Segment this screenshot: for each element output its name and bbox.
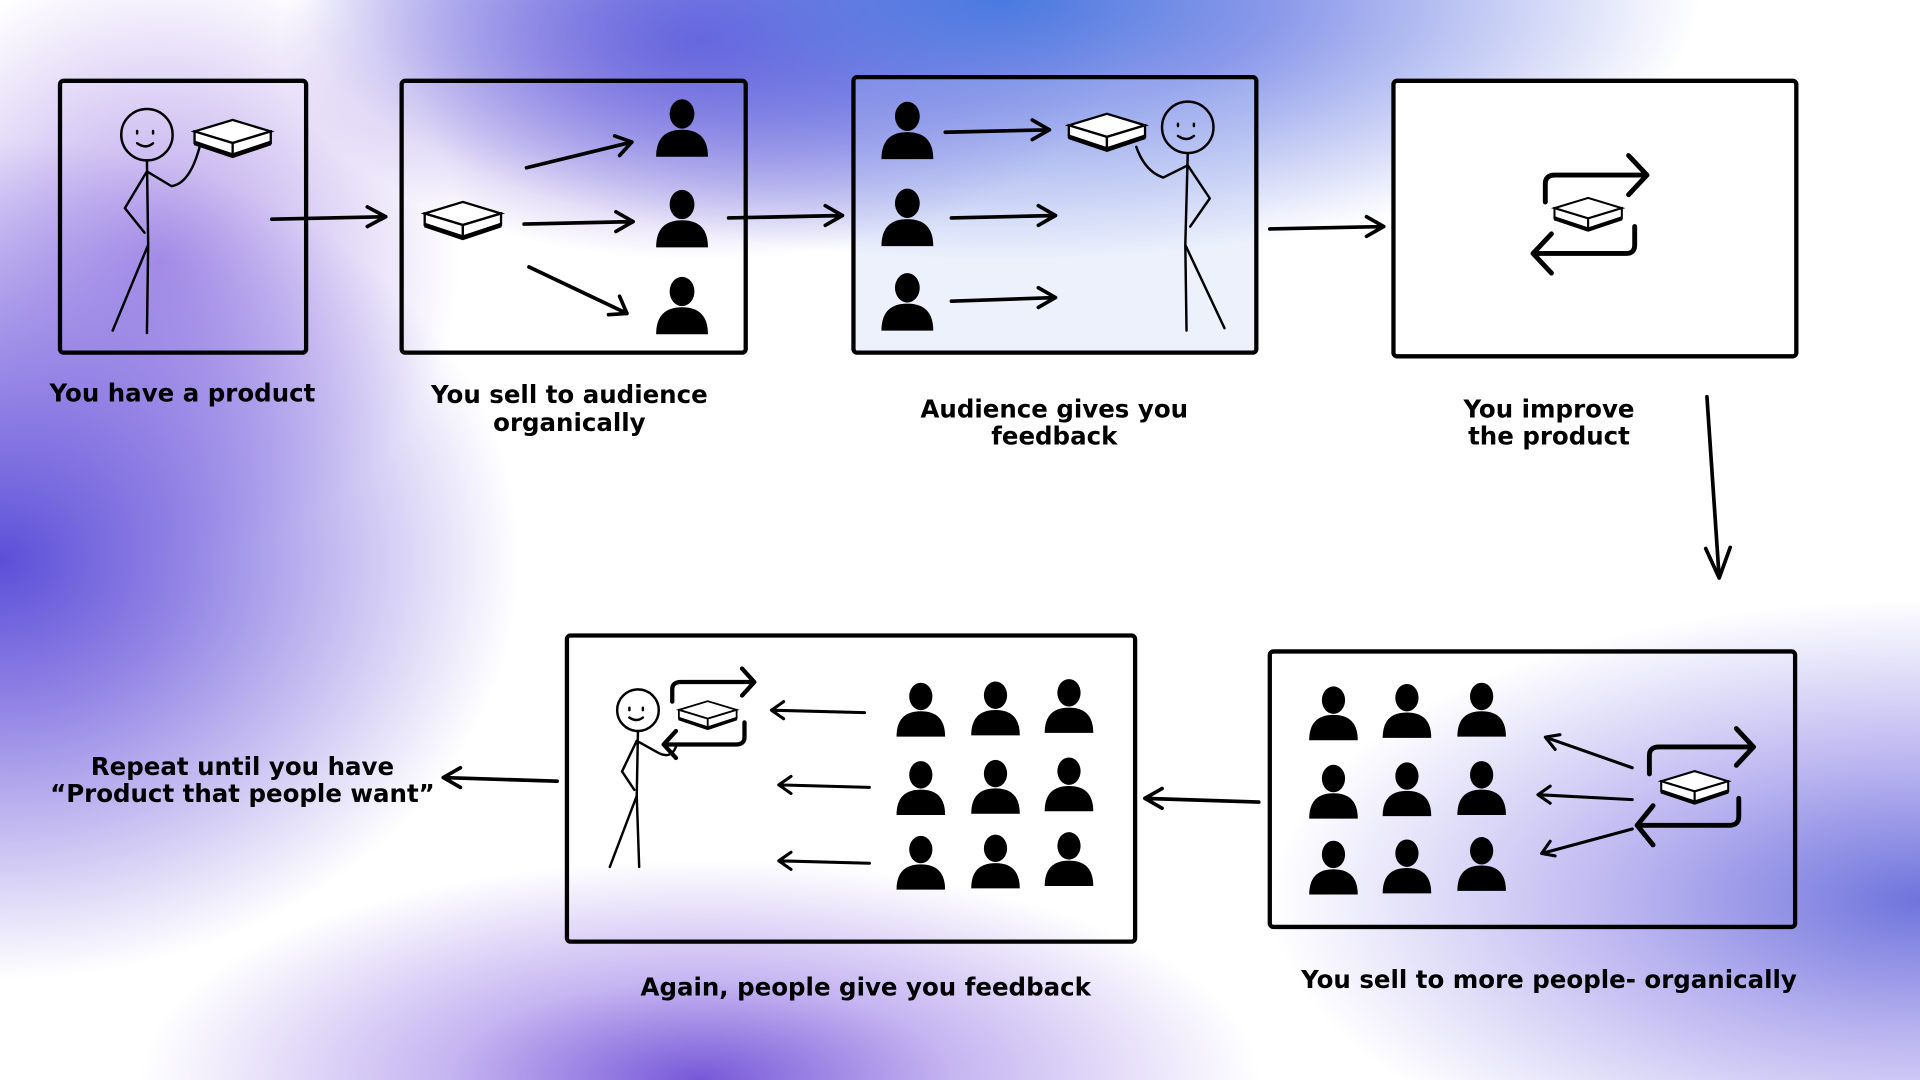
- arrow-icon: [949, 285, 1058, 310]
- arrow-icon: [524, 134, 634, 170]
- arrow-icon: [1540, 827, 1634, 858]
- step-3-label: feedback: [991, 421, 1118, 450]
- arrow-icon: [949, 203, 1058, 228]
- step-3-panel: [851, 75, 1259, 355]
- arrow-icon: [522, 210, 635, 234]
- step-5-panel: [1267, 649, 1798, 930]
- arrow-down-icon: [1703, 394, 1733, 580]
- arrow-icon: [270, 205, 388, 229]
- final-label: “Product that people want”: [50, 779, 435, 808]
- step-2-label: You sell to audience: [430, 380, 708, 409]
- arrow-icon: [777, 774, 871, 795]
- stick-figure-icon: [111, 107, 201, 335]
- arrow-icon: [777, 850, 871, 871]
- step-5-label: You sell to more people- organically: [1300, 965, 1797, 994]
- cycle-icon: [661, 666, 757, 761]
- cycle-icon: [1530, 153, 1650, 276]
- step-6-panel: [564, 633, 1138, 944]
- arrow-icon: [726, 203, 845, 228]
- step-2-panel: [399, 78, 748, 355]
- step-6-label: Again, people give you feedback: [641, 973, 1092, 1002]
- step-3-label: Audience gives you: [920, 395, 1188, 424]
- cycle-icon: [1634, 726, 1756, 848]
- arrow-icon: [1536, 784, 1634, 805]
- final-label: Repeat until you have: [91, 752, 394, 781]
- arrow-icon: [1543, 733, 1634, 770]
- arrow-icon: [527, 265, 629, 317]
- arrow-icon: [441, 765, 559, 790]
- stick-figure-icon: [608, 688, 678, 869]
- arrow-icon: [769, 700, 867, 721]
- step-4-panel: [1391, 78, 1799, 359]
- step-1-label: You have a product: [49, 379, 316, 408]
- step-2-label: organically: [493, 408, 646, 437]
- arrow-icon: [943, 118, 1052, 142]
- arrow-icon: [1267, 214, 1386, 239]
- step-1-panel: [57, 78, 309, 355]
- arrow-icon: [1143, 786, 1261, 810]
- step-4-label: the product: [1468, 421, 1630, 450]
- stick-figure-icon: [1135, 100, 1226, 332]
- step-4-label: You improve: [1462, 395, 1634, 424]
